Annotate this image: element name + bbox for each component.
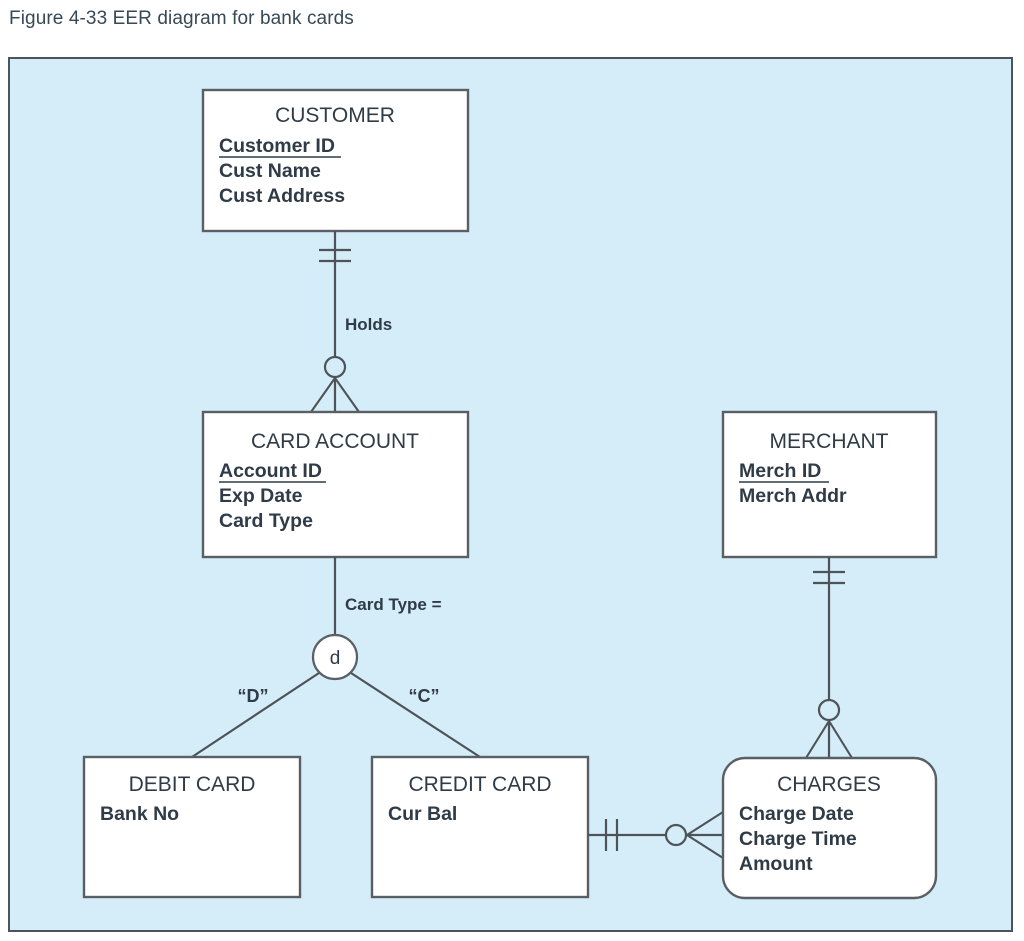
subtype-relationship-card-type[interactable]: Card Type = d “D” “C”: [191, 557, 481, 758]
relationship-merchant-charges[interactable]: [805, 557, 853, 759]
entity-card-account-attr-1: Exp Date: [219, 485, 303, 507]
entity-card-account-title: CARD ACCOUNT: [251, 430, 419, 453]
entity-merchant-title: MERCHANT: [770, 430, 889, 453]
entity-debit-card-title: DEBIT CARD: [129, 773, 256, 796]
subtype-branch-debit-line: [191, 672, 320, 758]
relationship-holds-label: Holds: [345, 315, 392, 334]
relationship-merchant-charges-crowsfoot-right: [828, 720, 853, 759]
entity-merchant-attr-1: Merch Addr: [739, 485, 847, 507]
entity-customer-attr-2: Cust Address: [219, 185, 345, 207]
entity-credit-card-box: [370, 755, 590, 899]
relationship-holds-optional-circle: [323, 355, 347, 379]
relationship-holds-crowsfoot-left: [310, 377, 336, 413]
entity-charges[interactable]: CHARGES Charge Date Charge Time Amount: [721, 756, 938, 900]
relationship-creditcard-charges[interactable]: [588, 811, 724, 859]
entity-card-account-box: [201, 410, 470, 559]
entity-merchant[interactable]: MERCHANT Merch ID Merch Addr: [721, 410, 938, 559]
entity-customer-attr-0: Customer ID: [219, 135, 335, 157]
disjoint-symbol-label: d: [330, 648, 341, 669]
entity-credit-card-attr-0: Cur Bal: [388, 803, 457, 825]
disjoint-symbol-circle: [311, 633, 359, 681]
subtype-branch-debit-label: “D”: [238, 686, 269, 706]
entity-charges-box: [721, 756, 938, 900]
relationship-creditcard-charges-crowsfoot-top: [686, 811, 724, 836]
entity-customer[interactable]: CUSTOMER Customer ID Cust Name Cust Addr…: [201, 88, 470, 233]
entity-merchant-box: [721, 410, 938, 559]
entity-charges-title: CHARGES: [777, 773, 881, 796]
entity-card-account-attr-2: Card Type: [219, 510, 313, 532]
entity-debit-card-box: [82, 755, 302, 899]
relationship-creditcard-charges-crowsfoot-bottom: [686, 834, 724, 859]
relationship-merchant-charges-optional-circle: [817, 698, 841, 722]
subtype-branch-credit-label: “C”: [409, 686, 440, 706]
subtype-branch-credit-line: [350, 672, 481, 758]
figure-caption: Figure 4-33 EER diagram for bank cards: [9, 8, 354, 29]
entity-charges-attr-2: Amount: [739, 853, 813, 875]
entity-merchant-attr-0: Merch ID: [739, 460, 821, 482]
relationship-merchant-charges-crowsfoot-left: [805, 720, 830, 759]
entity-debit-card-attr-0: Bank No: [100, 803, 179, 825]
entity-card-account[interactable]: CARD ACCOUNT Account ID Exp Date Card Ty…: [201, 410, 470, 559]
entity-credit-card[interactable]: CREDIT CARD Cur Bal: [370, 755, 590, 899]
relationship-creditcard-charges-optional-circle: [664, 823, 688, 847]
entity-customer-title: CUSTOMER: [275, 104, 395, 127]
relationship-holds[interactable]: Holds: [310, 231, 392, 413]
entity-debit-card[interactable]: DEBIT CARD Bank No: [82, 755, 302, 899]
entity-charges-attr-0: Charge Date: [739, 803, 854, 825]
relationship-holds-crowsfoot-right: [334, 377, 360, 413]
entity-card-account-attr-0: Account ID: [219, 460, 322, 482]
subtype-discriminator-label: Card Type =: [345, 595, 442, 614]
entity-customer-attr-1: Cust Name: [219, 160, 321, 182]
entity-charges-attr-1: Charge Time: [739, 828, 857, 850]
entity-credit-card-title: CREDIT CARD: [408, 773, 551, 796]
